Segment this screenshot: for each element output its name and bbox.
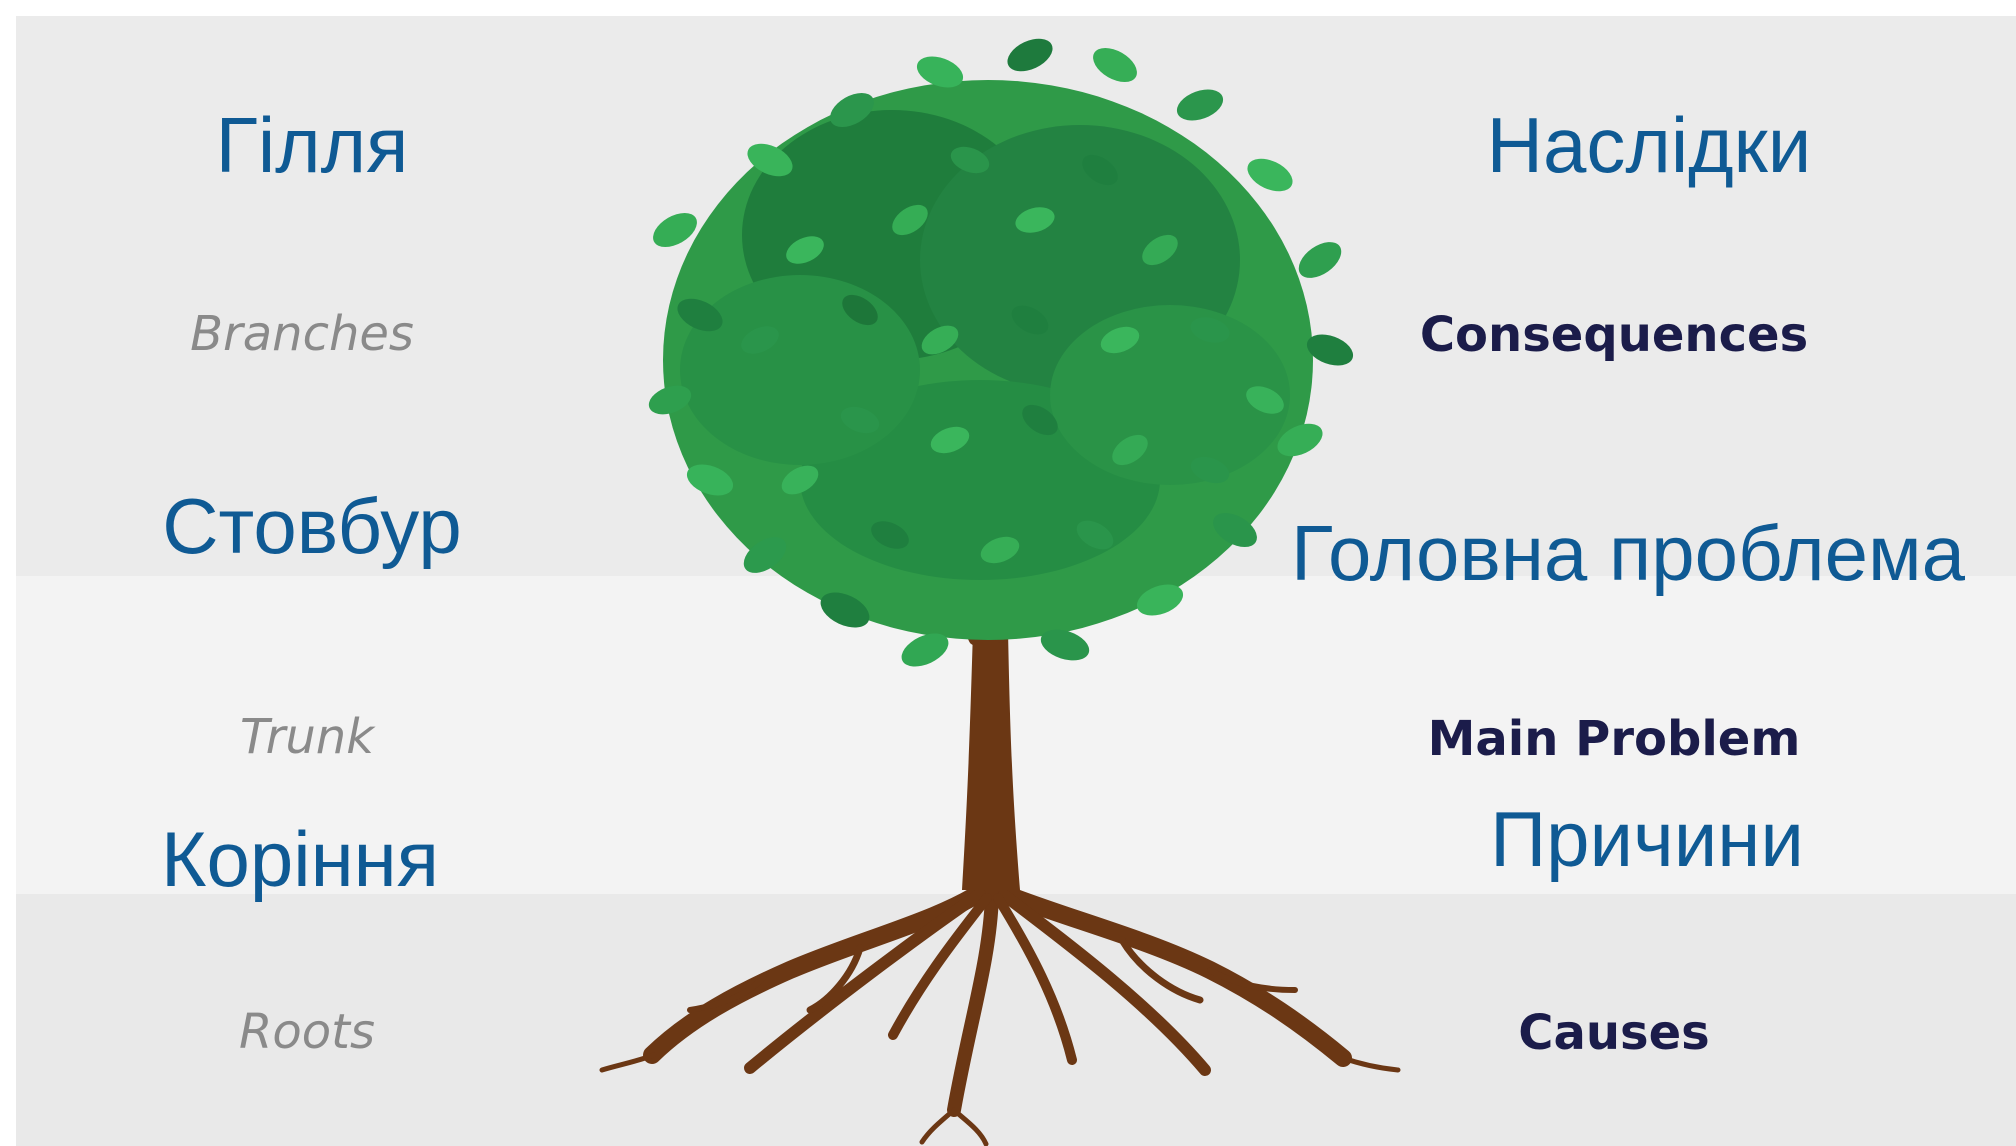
branches-label-english: Branches: [190, 306, 414, 362]
roots-label-english: Roots: [239, 1004, 375, 1060]
roots-label-ukrainian: Коріння: [161, 815, 439, 903]
main-problem-label-ukrainian: Головна проблема: [1290, 509, 1966, 597]
causes-label-ukrainian: Причини: [1490, 795, 1804, 883]
consequences-label-ukrainian: Наслідки: [1486, 101, 1812, 189]
tree-roots: [599, 881, 1401, 1146]
consequences-label-english: Consequences: [1419, 307, 1809, 363]
trunk-label-ukrainian: Стовбур: [162, 482, 462, 570]
trunk-label-english: Trunk: [240, 709, 374, 765]
main-problem-label-english: Main Problem: [1427, 711, 1801, 767]
tree-foliage: [648, 38, 1354, 667]
causes-label-english: Causes: [1518, 1005, 1710, 1061]
branches-label-ukrainian: Гілля: [215, 101, 409, 189]
problem-tree-illustration: [599, 38, 1401, 1146]
